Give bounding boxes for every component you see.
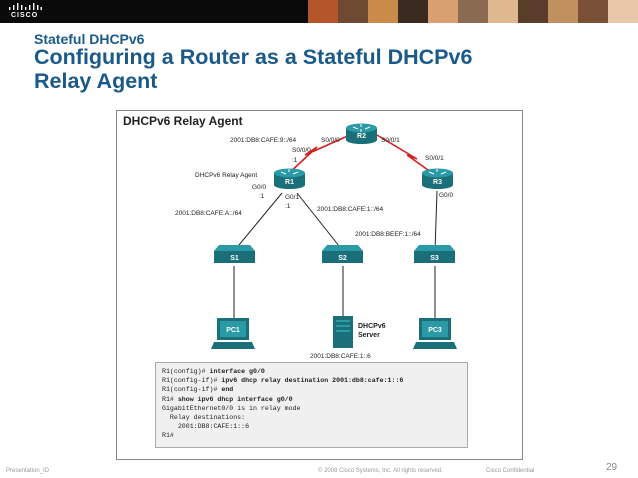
topology-diagram: R2 R1 R3 S1 S2 xyxy=(175,123,457,360)
relay-agent-label: DHCPv6 Relay Agent xyxy=(195,172,257,179)
cli-line: R1(config)# interface g0/0 xyxy=(162,367,461,376)
router-r1-icon xyxy=(274,168,305,189)
switch-s3-label: S3 xyxy=(430,255,439,262)
cli-line: R1(config-if)# ipv6 dhcp relay destinati… xyxy=(162,376,461,385)
serial-link-r1-r2 xyxy=(286,134,351,176)
r3-g00-label: G0/0 xyxy=(439,192,453,199)
server-label-line2: Server xyxy=(358,332,380,339)
r1-g00-label: G0/0 xyxy=(252,184,266,191)
router-r1-label: R1 xyxy=(285,179,294,186)
footer-copyright: © 2008 Cisco Systems, Inc. All rights re… xyxy=(318,468,443,474)
banner-photo-strip xyxy=(308,0,638,23)
slide-subtitle: Stateful DHCPv6 xyxy=(34,31,145,47)
cisco-wordmark: CISCO xyxy=(11,12,39,19)
cli-line: R1# xyxy=(162,431,461,440)
r1-g01-label: G0/1 xyxy=(285,194,299,201)
r2-s001-label: S0/0/1 xyxy=(381,137,400,144)
slide-title-line2: Relay Agent xyxy=(34,69,158,93)
link-r3-s3 xyxy=(434,190,438,252)
cli-prompt: R1(config-if)# xyxy=(162,386,222,394)
switch-s2-label: S2 xyxy=(338,255,347,262)
cli-line: R1# show ipv6 dhcp interface g0/0 xyxy=(162,395,461,404)
slide-title: Configuring a Router as a Stateful DHCPv… xyxy=(34,45,594,93)
cli-command: interface g0/0 xyxy=(209,368,265,375)
cli-prompt: R1(config)# xyxy=(162,368,210,375)
net-1-label: 2001:DB8:CAFE:1::/64 xyxy=(317,206,384,213)
switch-s3-icon xyxy=(414,245,455,263)
cli-prompt: GigabitEthernet0/0 is in relay mode xyxy=(162,404,301,412)
r2-s000-label: S0/0/0 xyxy=(321,137,340,144)
pc1-label: PC1 xyxy=(226,327,240,334)
switch-s1-label: S1 xyxy=(230,255,239,262)
footer-confidential: Cisco Confidential xyxy=(486,468,535,474)
footer-presentation-id: Presentation_ID xyxy=(6,468,50,474)
r1-s000-addr: :1 xyxy=(292,157,298,164)
figure-title: DHCPv6 Relay Agent xyxy=(123,114,243,128)
net-beef-label: 2001:DB8:BEEF:1::/64 xyxy=(355,231,421,238)
header-banner: CISCO xyxy=(0,0,638,23)
dhcpv6-server-icon xyxy=(333,316,353,348)
serial-link-r2-r3 xyxy=(376,134,436,176)
r1-s000-label: S0/0/0 xyxy=(292,147,311,154)
router-r3-icon xyxy=(422,168,453,189)
cisco-logo: CISCO xyxy=(6,3,46,21)
cli-command: ipv6 dhcp relay destination 2001:db8:caf… xyxy=(221,377,404,385)
net-r1-r2-label: 2001:DB8:CAFE:9::/64 xyxy=(230,137,297,144)
r1-g01-addr: :1 xyxy=(285,203,291,210)
cisco-bars-icon xyxy=(9,3,42,10)
cli-prompt: R1# xyxy=(162,432,174,440)
cli-prompt: Relay destinations: xyxy=(162,414,246,422)
cli-prompt: 2001:DB8:CAFE:1::6 xyxy=(162,423,250,431)
router-r3-label: R3 xyxy=(433,179,442,186)
server-addr-label: 2001:DB8:CAFE:1::6 xyxy=(310,353,371,360)
pc1-icon xyxy=(211,318,255,349)
link-r1-s1 xyxy=(233,192,283,252)
cli-command: show ipv6 dhcp interface g0/0 xyxy=(177,395,293,403)
cli-line: Relay destinations: xyxy=(162,413,461,422)
pc3-icon xyxy=(413,318,457,349)
cli-command: end xyxy=(221,386,234,394)
r3-s001-label: S0/0/1 xyxy=(425,155,444,162)
net-a-label: 2001:DB8:CAFE:A::/64 xyxy=(175,210,242,217)
page-number: 29 xyxy=(606,462,618,473)
router-r2-label: R2 xyxy=(357,133,366,140)
switch-s1-icon xyxy=(214,245,255,263)
pc3-label: PC3 xyxy=(428,327,442,334)
cli-prompt: R1(config-if)# xyxy=(162,377,222,385)
server-label-line1: DHCPv6 xyxy=(358,323,386,330)
cli-prompt: R1# xyxy=(162,395,178,403)
cli-line: GigabitEthernet0/0 is in relay mode xyxy=(162,404,461,413)
switch-s2-icon xyxy=(322,245,363,263)
slide-title-line1: Configuring a Router as a Stateful DHCPv… xyxy=(34,45,473,69)
cli-line: 2001:DB8:CAFE:1::6 xyxy=(162,422,461,431)
router-r2-icon xyxy=(346,123,377,144)
cli-line: R1(config-if)# end xyxy=(162,385,461,394)
link-r1-s2 xyxy=(296,192,344,252)
r1-g00-addr: :1 xyxy=(259,193,265,200)
